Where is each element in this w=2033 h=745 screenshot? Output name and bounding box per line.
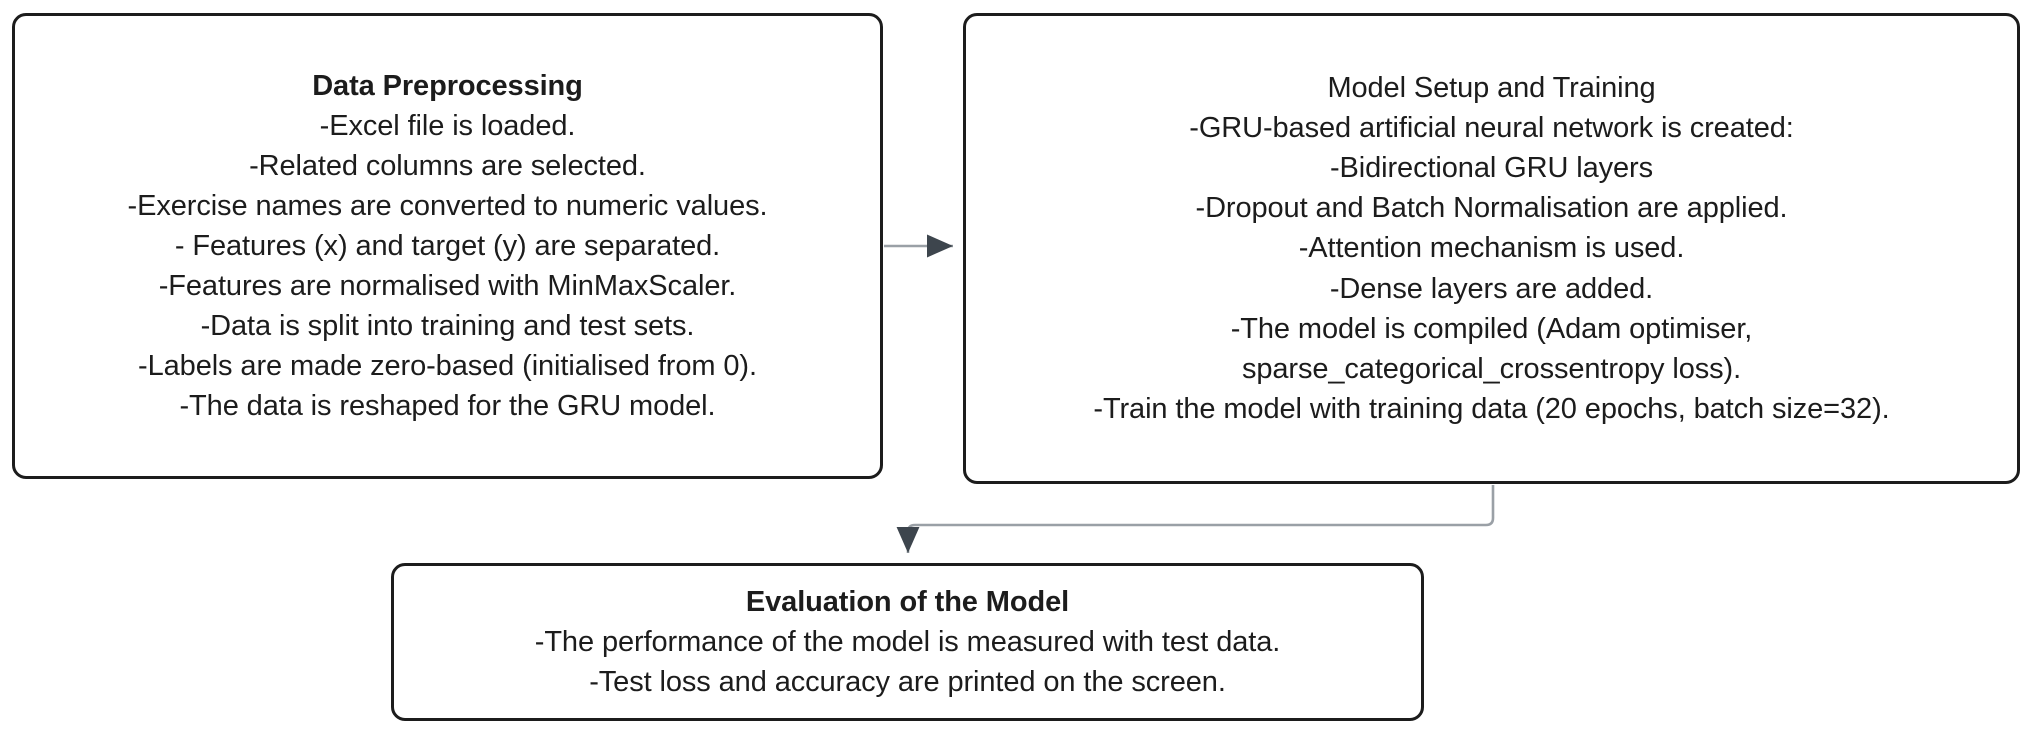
box-line: -Features are normalised with MinMaxScal… xyxy=(158,270,737,302)
process-box-data-preprocessing: Data Preprocessing -Excel file is loaded… xyxy=(12,13,883,479)
box-line: sparse_categorical_crossentropy loss). xyxy=(1241,352,1742,385)
box-title-evaluation-of-the-model: Evaluation of the Model xyxy=(745,585,1070,618)
box-line: -The performance of the model is measure… xyxy=(534,625,1281,658)
box-line: -Labels are made zero-based (initialised… xyxy=(138,350,757,383)
box-line: -Exercise names are converted to numeric… xyxy=(127,189,768,222)
box-line: - Features (x) and target (y) are separa… xyxy=(174,229,721,262)
box-line: -Train the model with training data (20 … xyxy=(1093,392,1890,425)
process-box-evaluation-of-the-model: Evaluation of the Model -The performance… xyxy=(391,563,1424,721)
box-title-data-preprocessing: Data Preprocessing xyxy=(312,69,583,102)
box-line: -Dropout and Batch Normalisation are app… xyxy=(1195,192,1788,225)
box-line: -Dense layers are added. xyxy=(1329,272,1654,305)
process-box-model-setup-and-training: Model Setup and Training -GRU-based arti… xyxy=(963,13,2020,484)
box-line: -Bidirectional GRU layers xyxy=(1329,152,1654,185)
box-line: -The model is compiled (Adam optimiser, xyxy=(1230,312,1753,345)
box-line: -GRU-based artificial neural network is … xyxy=(1189,112,1794,145)
connector-model-setup-to-evaluation xyxy=(896,485,1495,553)
box-title-model-setup-and-training: Model Setup and Training xyxy=(1327,72,1656,105)
box-line: -Excel file is loaded. xyxy=(319,109,576,142)
box-line: -The data is reshaped for the GRU model. xyxy=(179,390,716,423)
box-line: -Test loss and accuracy are printed on t… xyxy=(589,666,1226,698)
box-line: -Data is split into training and test se… xyxy=(200,310,695,343)
box-line: -Related columns are selected. xyxy=(249,149,646,182)
box-line: -Attention mechanism is used. xyxy=(1298,232,1685,265)
